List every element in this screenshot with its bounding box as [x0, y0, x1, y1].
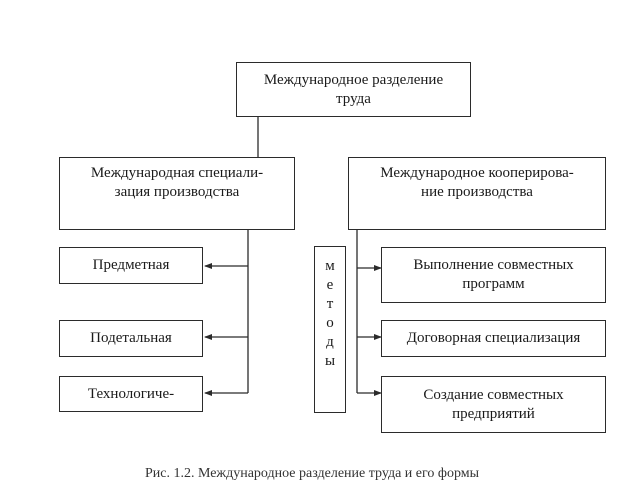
methods-letter: т — [326, 296, 334, 312]
specialization-type-label: Подетальная — [90, 330, 172, 346]
cooperation-box: Международное кооперирова- ние производс… — [348, 157, 606, 230]
cooperation-type-label: Выполнение совместных программ — [413, 257, 574, 292]
methods-box: м е т о д ы — [314, 246, 346, 413]
root-box: Международное разделение труда — [236, 62, 471, 117]
methods-letter: е — [326, 277, 334, 293]
cooperation-label: Международное кооперирова- ние производс… — [380, 165, 574, 200]
cooperation-type-dogovornaya: Договорная специализация — [381, 320, 606, 357]
methods-letter: ы — [324, 353, 336, 369]
specialization-type-predmetnaya: Предметная — [59, 247, 203, 284]
methods-letter: д — [326, 334, 334, 350]
cooperation-type-programmy: Выполнение совместных программ — [381, 247, 606, 303]
cooperation-type-label: Создание совместных предприятий — [423, 386, 564, 422]
methods-letter: м — [325, 258, 335, 274]
specialization-type-podetalnaya: Подетальная — [59, 320, 203, 357]
specialization-type-label: Предметная — [92, 257, 170, 273]
specialization-label: Международная специали- зация производст… — [90, 165, 264, 200]
specialization-type-tekhnologicheskaya: Технологиче- — [59, 376, 203, 412]
cooperation-type-predpriyatiya: Создание совместных предприятий — [381, 376, 606, 433]
root-label: Международное разделение труда — [263, 71, 444, 107]
specialization-type-label: Технологиче- — [87, 385, 175, 402]
methods-letter: о — [326, 315, 334, 331]
cooperation-type-label: Договорная специализация — [406, 330, 581, 346]
specialization-box: Международная специали- зация производст… — [59, 157, 295, 230]
figure-caption: Рис. 1.2. Международное разделение труда… — [144, 466, 480, 481]
